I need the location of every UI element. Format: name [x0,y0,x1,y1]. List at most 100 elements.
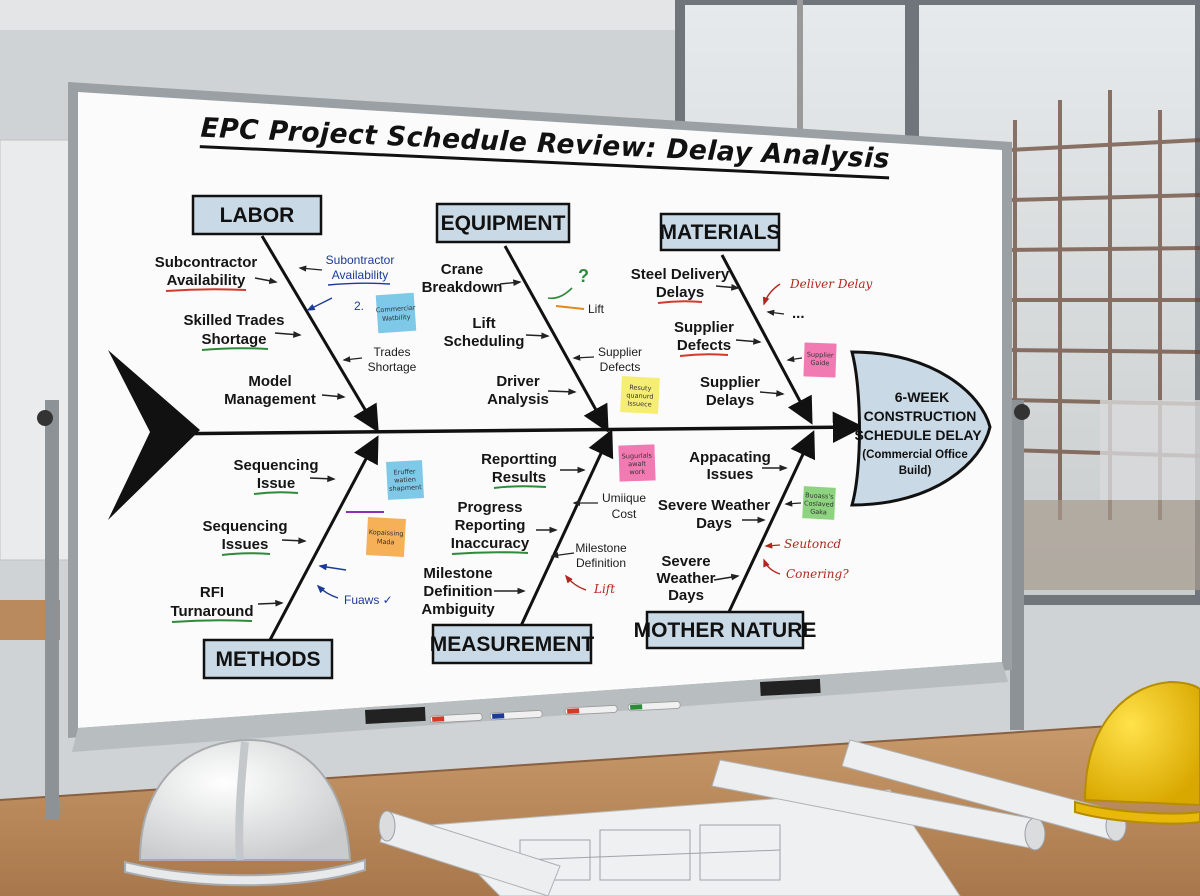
methods-note-1: Fuaws ✓ [344,593,393,607]
measurement-cause-3a: Milestone [423,565,492,582]
methods-cause-1b: Issue [257,475,295,492]
methods-sticky-2a: Kopaissing [369,528,404,538]
equipment-note-1: Lift [588,302,605,316]
labor-note-1a: Subontractor [326,253,395,267]
measurement-cause-3b: Definition [423,583,492,600]
methods-cause-3a: RFI [200,584,224,601]
mother-nature-cause-3b: Weather [657,570,716,587]
category-equipment: EQUIPMENT [435,202,571,244]
equipment-sticky-1a: Resuty [629,383,652,392]
measurement-cause-1b: Results [492,469,546,486]
effect-sub2: Build) [899,465,932,477]
yellow-hardhat-icon [1074,680,1200,825]
category-materials: MATERIALS [660,212,781,252]
labor-cause-2a: Skilled Trades [184,312,285,329]
measurement-sticky-1c: work [629,468,645,477]
equipment-sticky-1c: Issuece [627,399,652,408]
labor-note-2: 2. [354,299,364,313]
equipment-cause-1a: Crane [441,261,484,278]
equipment-note-2b: Defects [600,360,641,374]
methods-cause-1a: Sequencing [233,457,318,474]
materials-causes: Steel Delivery Delays Supplier Defects S… [631,266,873,409]
effect-head: 6-WEEK CONSTRUCTION SCHEDULE DELAY (Comm… [850,350,992,507]
measurement-sticky-note: Sugurlals awalt work [618,444,656,482]
bones [260,235,816,641]
white-hardhat-icon [124,738,366,887]
category-materials-label: MATERIALS [660,221,781,244]
labor-note-3b: Shortage [368,360,417,374]
effect-line1: 6-WEEK [895,389,949,405]
labor-note-3a: Trades [374,345,411,359]
blueprints [378,739,1127,896]
mother-nature-sticky-1c: Gaka [810,508,827,517]
measurement-cause-2a: Progress [457,499,522,516]
mother-nature-sticky-note: Buoass's Coslaved Gaka [802,486,836,520]
materials-cause-1a: Steel Delivery [631,266,730,283]
methods-causes: Sequencing Issue Sequencing Issues RFI T… [170,457,424,623]
effect-sub1: (Commercial Office [862,449,967,461]
labor-sticky-1a: Commerciar [376,304,417,315]
mother-nature-cause-3a: Severe [661,553,710,570]
equipment-cause-2a: Lift [472,315,495,332]
measurement-note-2b: Definition [576,556,626,570]
materials-cause-3b: Delays [706,392,754,409]
methods-sticky-1b: watien [394,475,416,484]
marker-tray [429,701,681,724]
labor-causes: Subcontractor Availability Skilled Trade… [155,253,417,408]
mother-nature-sticky-1a: Buoass's [805,491,834,501]
labor-cause-3a: Model [248,373,291,390]
measurement-sticky-1a: Sugurlals [622,451,653,460]
methods-sticky-note-2: Kopaissing Mada [365,517,406,557]
mother-nature-note-1: Seutoncd [784,537,842,551]
category-labor-label: LABOR [220,204,295,227]
measurement-cause-2b: Reporting [455,517,526,534]
equipment-sticky-note: Resuty quanurd Issuece [620,376,660,414]
labor-cause-3b: Management [224,391,316,408]
methods-sticky-1a: Eruffer [393,467,416,476]
equipment-cause-3b: Analysis [487,391,549,408]
materials-sticky-1b: Gaide [810,359,829,368]
methods-cause-2b: Issues [222,536,269,553]
measurement-note-1b: Cost [612,507,637,521]
measurement-note-3: Lift [593,582,615,596]
equipment-causes: Crane Breakdown Lift Scheduling Driver A… [422,261,660,414]
methods-sticky-1c: shapment [389,483,422,493]
equipment-cause-2b: Scheduling [444,333,525,350]
measurement-causes: Reportting Results Progress Reporting In… [421,444,656,618]
labor-sticky-note: Commerciar Watbility [376,292,417,334]
mother-nature-cause-2a: Severe Weather [658,497,770,514]
materials-cause-1b: Delays [656,284,704,301]
spine [149,411,865,443]
materials-note-2: ... [792,305,805,322]
mother-nature-cause-1b: Issues [707,466,754,483]
measurement-cause-2c: Inaccuracy [451,535,530,552]
equipment-note-2a: Supplier [598,345,642,359]
labor-cause-2b: Shortage [201,331,266,348]
methods-sticky-2b: Mada [377,538,395,547]
category-methods-label: METHODS [216,648,321,671]
materials-cause-2b: Defects [677,337,731,354]
category-measurement-label: MEASUREMENT [430,633,595,656]
category-equipment-label: EQUIPMENT [441,212,566,235]
materials-cause-3a: Supplier [700,374,760,391]
mother-nature-sticky-1b: Coslaved [804,499,834,509]
mother-nature-cause-2b: Days [696,515,732,532]
equipment-question: ? [578,266,589,286]
equipment-cause-3a: Driver [496,373,540,390]
materials-sticky-1a: Supplier [807,351,834,360]
category-measurement: MEASUREMENT [430,623,595,665]
materials-cause-2a: Supplier [674,319,734,336]
labor-cause-1a: Subcontractor [155,254,258,271]
measurement-sticky-1b: awalt [628,460,646,469]
methods-sticky-note-1: Eruffer watien shapment [386,460,424,500]
labor-sticky-1b: Watbility [382,313,411,323]
mother-nature-cause-3c: Days [668,587,704,604]
measurement-cause-3c: Ambiguity [421,601,495,618]
blueprint-roll-1 [711,759,1046,851]
measurement-cause-1a: Reportting [481,451,557,468]
methods-cause-2a: Sequencing [202,518,287,535]
blueprint-roll-3 [378,810,561,896]
category-mother-nature-label: MOTHER NATURE [634,619,817,642]
category-mother-nature: MOTHER NATURE [634,610,817,650]
